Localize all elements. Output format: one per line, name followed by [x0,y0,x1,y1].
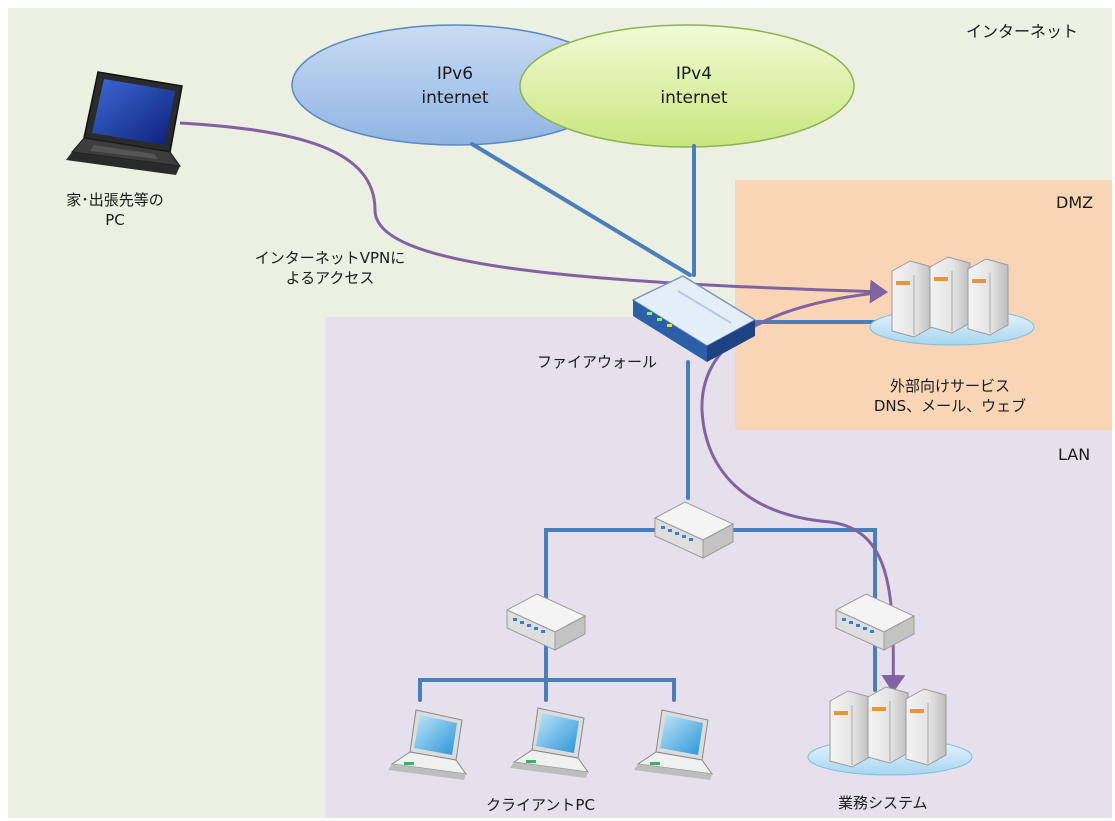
dmz-zone-label: DMZ [1056,193,1094,212]
client-laptop-icon [388,709,468,780]
ipv6-line2: internet [421,88,489,108]
remote-pc-line2: PC [105,211,125,229]
firewall-label: ファイアウォール [537,353,658,371]
client-laptop-icon [510,707,590,778]
core-switch-icon [653,501,735,559]
vpn-path-to-dmz [179,121,888,304]
link-client-bus [418,678,676,702]
ipv4-cloud [519,24,855,148]
ipv4-line2: internet [660,88,728,108]
ipv4-line1: IPv4 [675,64,713,84]
business-system-label: 業務システム [838,794,928,812]
ipv6-line1: IPv6 [436,64,474,84]
right-switch-icon [834,593,916,651]
link-ipv6-firewall [470,142,692,277]
remote-pc-line1: 家･出張先等の [66,191,164,209]
client-laptop-icon [634,709,714,780]
vpn-access-label: インターネットVPNに よるアクセス [245,248,415,288]
ipv6-cloud-label: IPv6 internet [410,62,500,110]
vpn-line1: インターネットVPNに [254,249,406,267]
ipv4-cloud-label: IPv4 internet [649,62,739,110]
external-services-line2: DNS、メール、ウェブ [873,397,1027,415]
business-servers-icon [807,686,973,776]
external-services-label: 外部向けサービス DNS、メール、ウェブ [845,376,1055,416]
external-services-line1: 外部向けサービス [889,377,1010,395]
firewall-icon [631,275,757,362]
left-switch-icon [505,593,587,651]
client-pcs-label: クライアントPC [486,796,595,814]
remote-pc-label: 家･出張先等の PC [40,190,190,230]
internet-zone-label: インターネット [966,22,1079,41]
dmz-servers-icon [869,256,1035,346]
lan-zone-label: LAN [1058,445,1091,464]
vpn-line2: よるアクセス [285,269,375,287]
remote-laptop-icon [66,71,183,175]
